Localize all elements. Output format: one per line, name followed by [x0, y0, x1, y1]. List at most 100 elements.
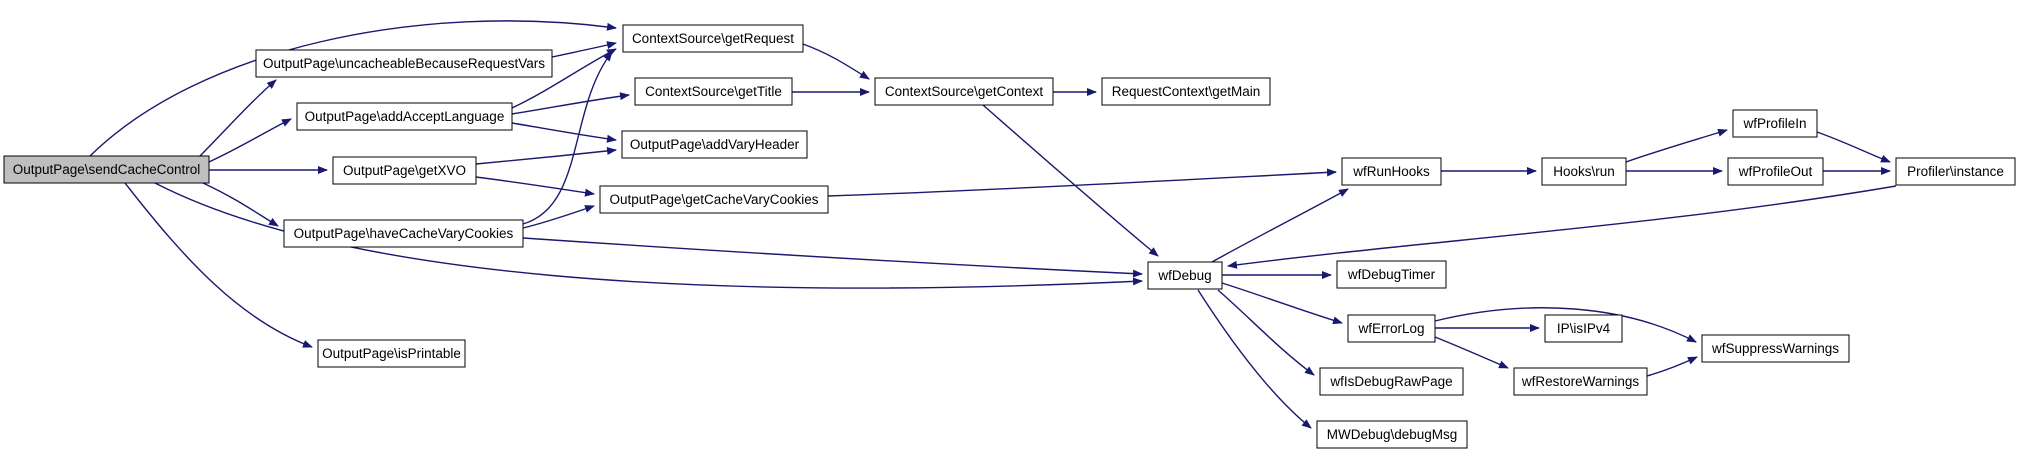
- edge-getXVO-to-getCacheVaryCookies: [475, 176, 595, 197]
- node-box-sendCacheControl: [3, 155, 210, 184]
- node-label-addVaryHeader: OutputPage\addVaryHeader: [630, 137, 800, 152]
- node-label-getContext: ContextSource\getContext: [885, 84, 1044, 99]
- node-box-getRequest[interactable]: [622, 24, 804, 53]
- node-box-getTitle[interactable]: [634, 77, 793, 106]
- node-label-wfRunHooks: wfRunHooks: [1352, 164, 1430, 179]
- node-label-getMain: RequestContext\getMain: [1112, 84, 1261, 99]
- node-box-wfErrorLog[interactable]: [1347, 314, 1436, 343]
- edge-wfErrorLog-to-wfSuppressWarnings: [1434, 307, 1697, 343]
- node-profilerInstance[interactable]: Profiler\instance: [1895, 157, 2016, 186]
- node-hooksRun[interactable]: Hooks\run: [1541, 157, 1627, 186]
- node-box-wfSuppressWarnings[interactable]: [1701, 334, 1850, 363]
- node-wfRunHooks[interactable]: wfRunHooks: [1341, 157, 1442, 186]
- node-box-haveCacheVaryCookies[interactable]: [283, 219, 524, 248]
- node-box-wfRestoreWarnings[interactable]: [1513, 367, 1648, 396]
- node-label-addAcceptLanguage: OutputPage\addAcceptLanguage: [305, 109, 505, 124]
- edge-haveCacheVaryCookies-to-getRequest: [522, 51, 613, 225]
- node-box-addAcceptLanguage[interactable]: [296, 102, 513, 131]
- node-label-hooksRun: Hooks\run: [1553, 164, 1615, 179]
- node-wfErrorLog[interactable]: wfErrorLog: [1347, 314, 1436, 343]
- node-getRequest[interactable]: ContextSource\getRequest: [622, 24, 804, 53]
- edge-sendCacheControl-to-wfDebug: [154, 182, 1143, 289]
- edge-addAcceptLanguage-to-getTitle: [511, 92, 630, 115]
- node-label-wfDebugTimer: wfDebugTimer: [1347, 267, 1436, 282]
- node-box-getCacheVaryCookies[interactable]: [599, 185, 829, 214]
- node-wfSuppressWarnings[interactable]: wfSuppressWarnings: [1701, 334, 1850, 363]
- nodes-layer: OutputPage\sendCacheControl OutputPage\un…: [3, 24, 2016, 449]
- node-box-wfProfileOut[interactable]: [1727, 157, 1824, 186]
- node-box-wfProfileIn[interactable]: [1732, 109, 1818, 138]
- edge-addAcceptLanguage-to-addVaryHeader: [511, 122, 617, 143]
- node-box-wfIsDebugRawPage[interactable]: [1319, 367, 1464, 396]
- edge-sendCacheControl-to-addAcceptLanguage: [208, 118, 292, 163]
- node-label-getRequest: ContextSource\getRequest: [632, 31, 794, 46]
- node-box-addVaryHeader[interactable]: [621, 130, 808, 159]
- edge-haveCacheVaryCookies-to-wfDebug: [522, 237, 1143, 278]
- node-label-wfProfileOut: wfProfileOut: [1738, 164, 1813, 179]
- node-box-isPrintable[interactable]: [317, 339, 466, 368]
- node-wfProfileOut[interactable]: wfProfileOut: [1727, 157, 1824, 186]
- node-label-wfProfileIn: wfProfileIn: [1742, 116, 1806, 131]
- edges-layer: [89, 20, 1897, 429]
- edge-profilerInstance-to-wfDebug: [1227, 185, 1897, 269]
- node-box-getMain[interactable]: [1101, 77, 1271, 106]
- node-getTitle[interactable]: ContextSource\getTitle: [634, 77, 793, 106]
- node-uncacheableBecauseRequestVars[interactable]: OutputPage\uncacheableBecauseRequestVars: [255, 49, 553, 78]
- node-sendCacheControl: OutputPage\sendCacheControl: [3, 155, 210, 184]
- node-box-profilerInstance[interactable]: [1895, 157, 2016, 186]
- edge-getRequest-to-getContext: [802, 43, 870, 80]
- node-label-getTitle: ContextSource\getTitle: [645, 84, 782, 99]
- node-box-getXVO[interactable]: [332, 156, 477, 185]
- node-label-isPrintable: OutputPage\isPrintable: [322, 346, 461, 361]
- node-box-ipIsIPv4[interactable]: [1544, 314, 1623, 343]
- edge-wfDebug-to-wfRunHooks: [1211, 188, 1349, 263]
- edge-hooksRun-to-wfProfileIn: [1625, 128, 1728, 163]
- node-box-uncacheableBecauseRequestVars[interactable]: [255, 49, 553, 78]
- edge-sendCacheControl-to-haveCacheVaryCookies: [202, 182, 279, 227]
- node-box-wfDebugTimer[interactable]: [1336, 260, 1447, 289]
- node-label-haveCacheVaryCookies: OutputPage\haveCacheVaryCookies: [294, 226, 514, 241]
- edge-sendCacheControl-to-uncacheableBecauseRequestVars: [199, 79, 277, 157]
- node-label-wfErrorLog: wfErrorLog: [1357, 321, 1424, 336]
- edge-haveCacheVaryCookies-to-getCacheVaryCookies: [522, 205, 595, 229]
- node-wfRestoreWarnings[interactable]: wfRestoreWarnings: [1513, 367, 1648, 396]
- node-addVaryHeader[interactable]: OutputPage\addVaryHeader: [621, 130, 808, 159]
- node-getCacheVaryCookies[interactable]: OutputPage\getCacheVaryCookies: [599, 185, 829, 214]
- node-wfIsDebugRawPage[interactable]: wfIsDebugRawPage: [1319, 367, 1464, 396]
- node-getContext[interactable]: ContextSource\getContext: [874, 77, 1054, 106]
- node-box-wfDebug[interactable]: [1147, 261, 1223, 290]
- node-label-ipIsIPv4: IP\isIPv4: [1557, 321, 1611, 336]
- edge-wfDebug-to-mwDebugMsg: [1197, 289, 1312, 429]
- node-box-hooksRun[interactable]: [1541, 157, 1627, 186]
- node-box-mwDebugMsg[interactable]: [1316, 420, 1468, 449]
- node-label-wfIsDebugRawPage: wfIsDebugRawPage: [1329, 374, 1452, 389]
- node-label-getXVO: OutputPage\getXVO: [343, 163, 466, 178]
- edge-sendCacheControl-to-getRequest: [89, 20, 617, 157]
- node-wfDebug[interactable]: wfDebug: [1147, 261, 1223, 290]
- node-box-getContext[interactable]: [874, 77, 1054, 106]
- node-label-mwDebugMsg: MWDebug\debugMsg: [1327, 427, 1458, 442]
- node-box-wfRunHooks[interactable]: [1341, 157, 1442, 186]
- node-wfProfileIn[interactable]: wfProfileIn: [1732, 109, 1818, 138]
- node-getXVO[interactable]: OutputPage\getXVO: [332, 156, 477, 185]
- edge-uncacheableBecauseRequestVars-to-getRequest: [551, 41, 617, 58]
- edge-wfErrorLog-to-wfRestoreWarnings: [1434, 336, 1509, 369]
- node-isPrintable[interactable]: OutputPage\isPrintable: [317, 339, 466, 368]
- edge-getContext-to-wfDebug: [982, 104, 1159, 257]
- node-haveCacheVaryCookies[interactable]: OutputPage\haveCacheVaryCookies: [283, 219, 524, 248]
- edge-getXVO-to-addVaryHeader: [475, 146, 617, 165]
- node-label-sendCacheControl: OutputPage\sendCacheControl: [13, 162, 201, 177]
- node-ipIsIPv4[interactable]: IP\isIPv4: [1544, 314, 1623, 343]
- edge-wfDebug-to-wfIsDebugRawPage: [1217, 289, 1315, 376]
- edge-wfProfileIn-to-profilerInstance: [1816, 131, 1891, 163]
- node-label-getCacheVaryCookies: OutputPage\getCacheVaryCookies: [609, 192, 818, 207]
- node-getMain[interactable]: RequestContext\getMain: [1101, 77, 1271, 106]
- node-mwDebugMsg[interactable]: MWDebug\debugMsg: [1316, 420, 1468, 449]
- node-label-wfDebug: wfDebug: [1157, 268, 1211, 283]
- edge-sendCacheControl-to-isPrintable: [124, 182, 313, 348]
- node-label-profilerInstance: Profiler\instance: [1907, 164, 2004, 179]
- node-addAcceptLanguage[interactable]: OutputPage\addAcceptLanguage: [296, 102, 513, 131]
- edge-wfRestoreWarnings-to-wfSuppressWarnings: [1646, 356, 1698, 377]
- node-wfDebugTimer[interactable]: wfDebugTimer: [1336, 260, 1447, 289]
